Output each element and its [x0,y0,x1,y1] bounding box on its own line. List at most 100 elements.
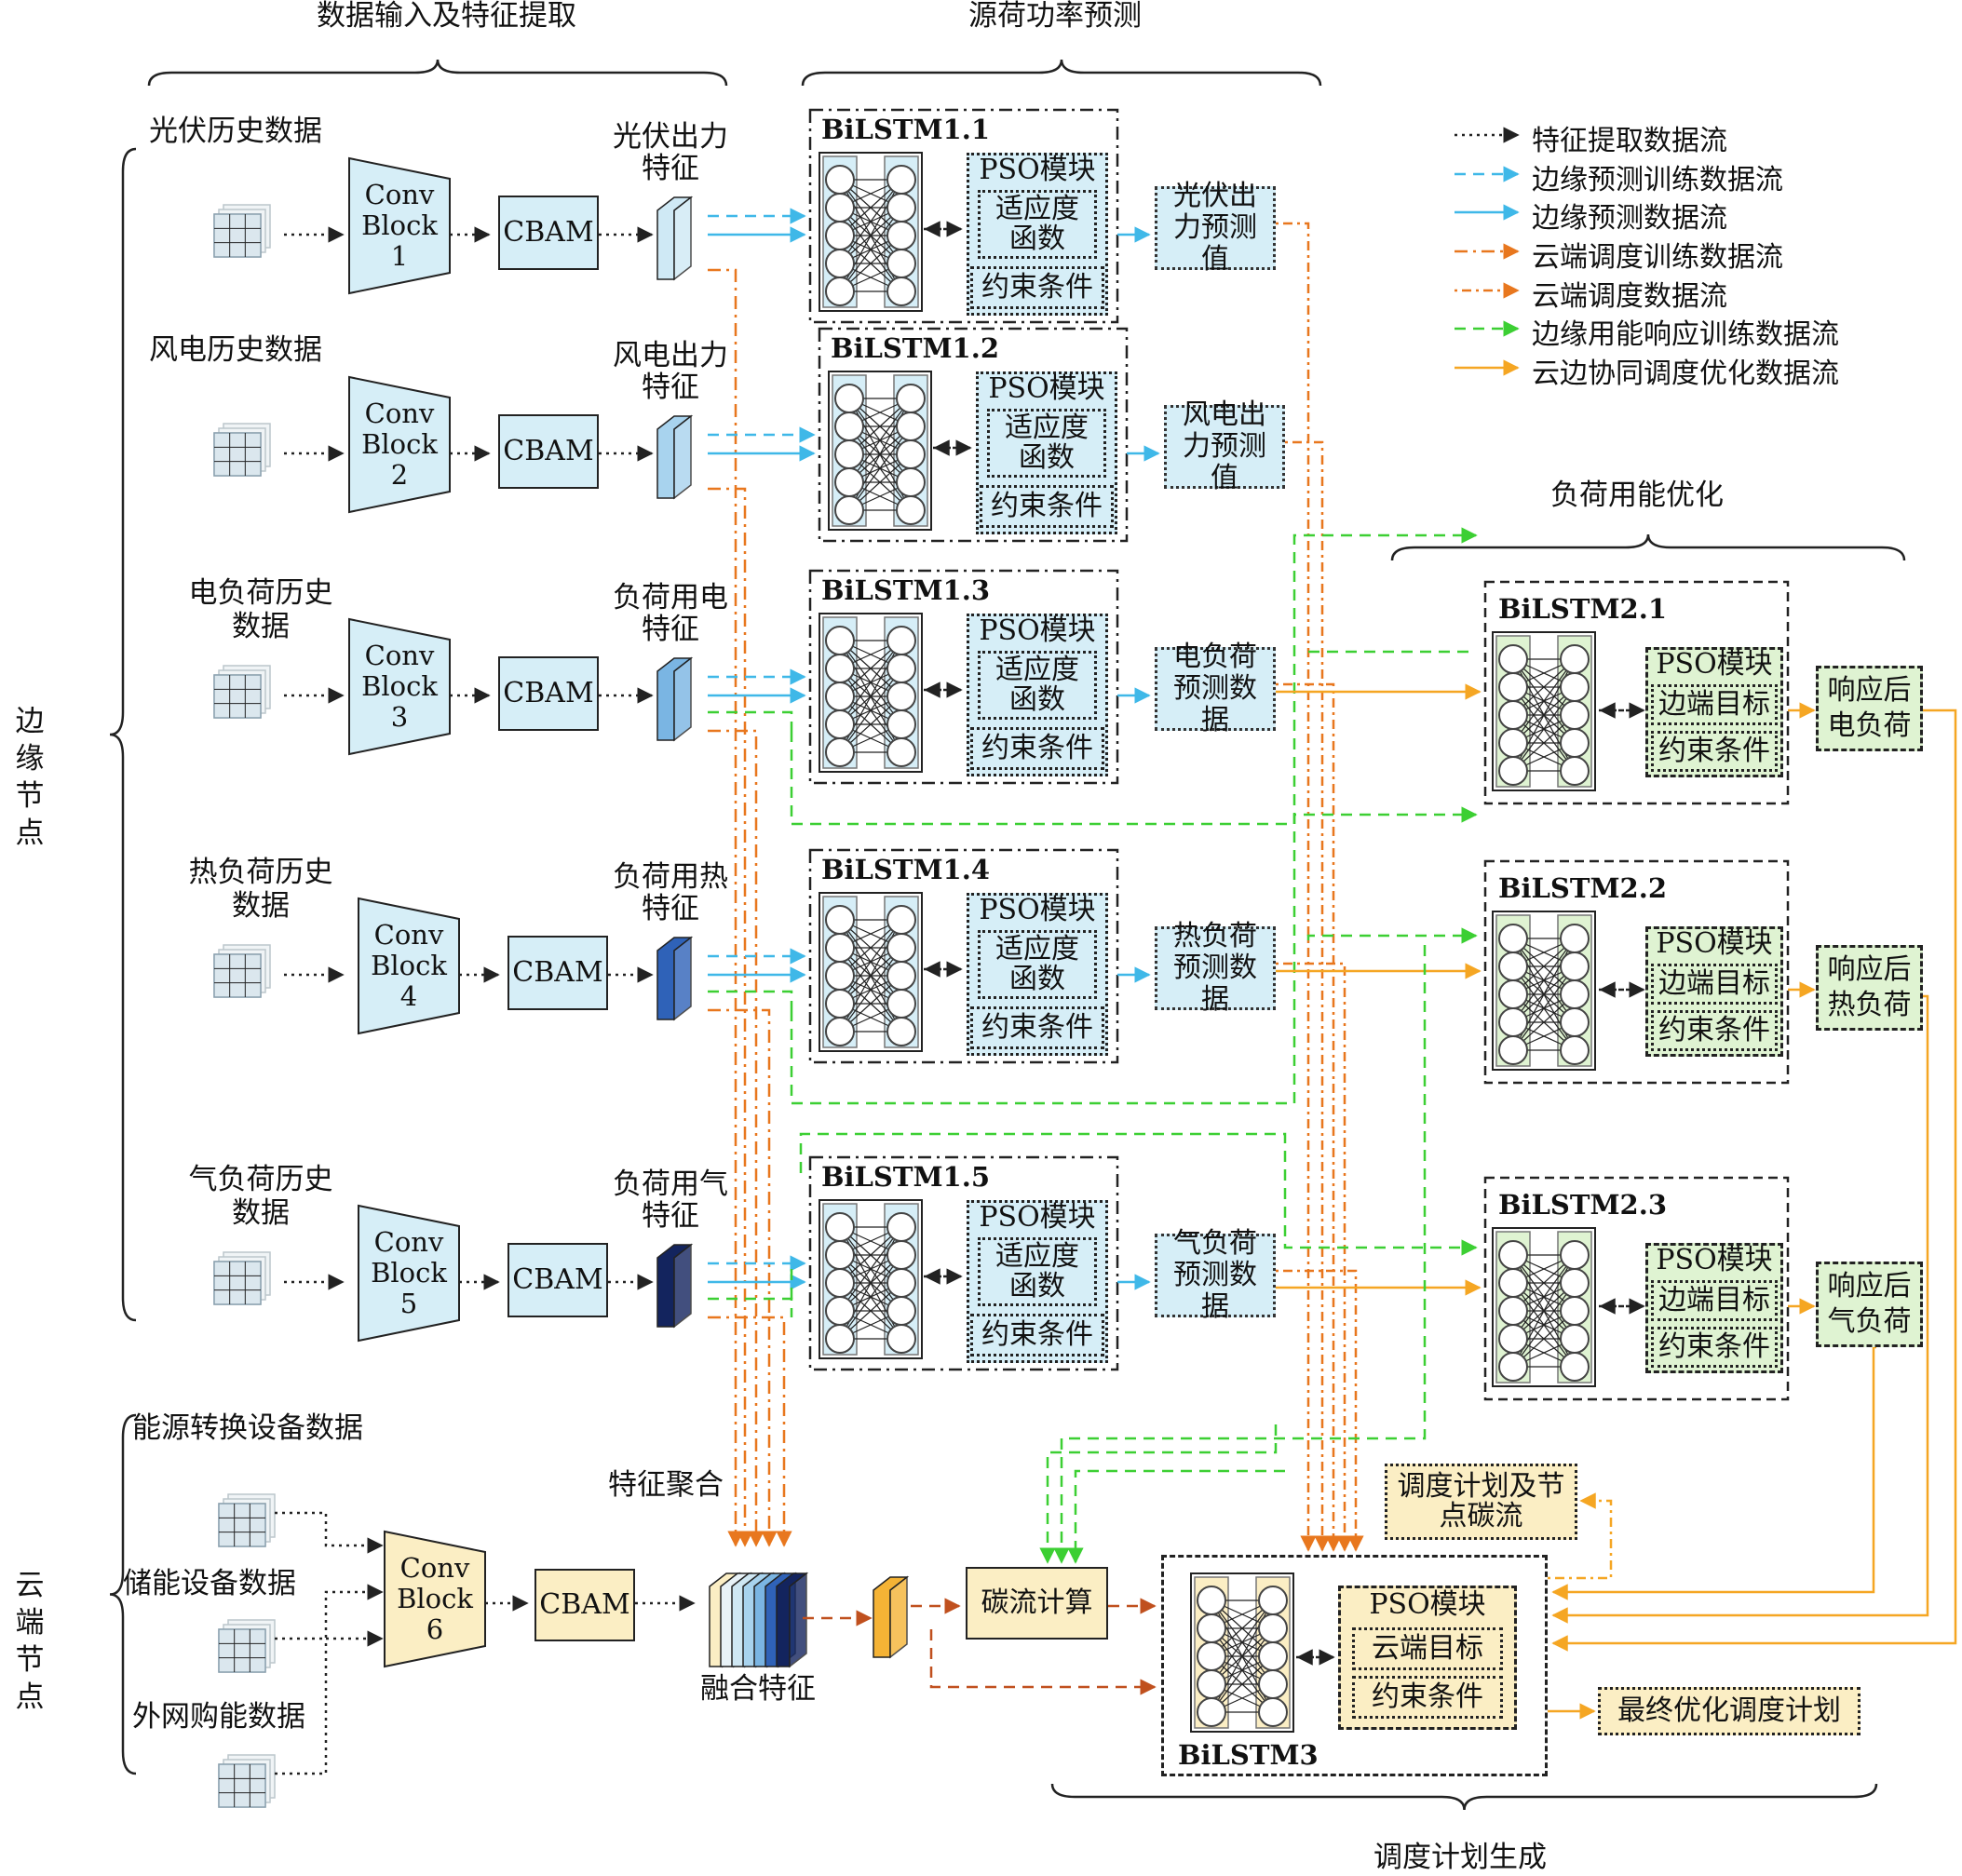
pso-constraint: 约束条件 [970,727,1104,770]
cloud-schedule-flow [1276,682,1342,1552]
bilstm2-net-neuron [1498,700,1528,730]
pso-title: PSO模块 [1656,648,1773,681]
pso-fitness: 适应度函数 [987,409,1106,478]
pso-fitness: 适应度函数 [978,1237,1097,1306]
pso-fitness: 适应度函数 [978,190,1097,259]
plan-carbon-box: 调度计划及节点碳流 [1385,1464,1577,1540]
cloud-schedule-flow [1285,440,1331,1552]
feature-label: 光伏出力特征 [613,120,728,185]
bilstm1-net-neuron [825,905,855,935]
bilstm1-net-neuron [896,467,926,497]
bilstm1-net-neuron [896,384,926,413]
bilstm1-net-neuron [825,249,855,278]
forecast-output: 风电出力预测值 [1164,399,1285,494]
bilstm1-net-neuron [834,495,864,525]
pso-title: PSO模块 [988,372,1105,405]
edge-cloud-optimize-flow [1551,994,1929,1624]
bilstm1-net-neuron [825,1240,855,1270]
bilstm1-net-neuron [886,249,916,278]
pso-constraint: 约束条件 [1651,731,1778,772]
bilstm2-net-edge [1512,1282,1576,1368]
history-label: 电负荷历史数据 [188,576,333,643]
history-grid-icon [213,953,262,998]
pso-title: PSO模块 [979,614,1096,647]
bilstm3-net-edge [1211,1627,1274,1713]
bilstm1-net-edge [839,640,902,725]
fused-feature-layer-side [789,1572,807,1668]
cloud-schedule-flow [1276,222,1317,1552]
bilstm2-net-neuron [1498,644,1528,674]
bilstm3-net-edge [1211,1599,1274,1685]
conv-block-label: Block [371,1257,447,1289]
cloud-train-flow [708,1316,792,1547]
bilstm1-net-neuron [886,737,916,767]
bilstm2-net-neuron [1560,1352,1590,1382]
bilstm1-net-edge [839,1254,902,1340]
pso-title: PSO模块 [979,894,1096,926]
bilstm1-net-neuron [886,933,916,963]
edge-response-train-flow [1067,1469,1285,1564]
history-label: 光伏历史数据 [149,115,322,148]
bilstm2-net-neuron [1560,1268,1590,1298]
bilstm1-net-edge [839,947,902,1032]
pso-edge-goal: 边端目标 [1651,964,1778,1005]
bilstm2-net-neuron [1498,979,1528,1009]
bilstm1-net-neuron [825,933,855,963]
pso-fitness: 适应度函数 [978,930,1097,999]
pso-cloud-constraint: 约束条件 [1352,1676,1503,1719]
bilstm2-net-neuron [1560,979,1590,1009]
forecast-output: 电负荷预测数据 [1155,641,1276,736]
feature-map-side [673,1243,692,1329]
bilstm2-net-neuron [1498,1240,1528,1270]
bilstm1-net-neuron [886,1240,916,1270]
edge-response-train-flow [708,710,793,731]
forecast-output: 光伏出力预测值 [1155,181,1276,276]
bilstm1-net-neuron [834,439,864,469]
legend-label: 边缘用能响应训练数据流 [1532,318,1839,351]
bilstm2-net-edge [1512,965,1576,1051]
bilstm1-net-neuron [825,1212,855,1242]
bilstm1-net-neuron [825,221,855,250]
pso-title: PSO模块 [1656,1244,1773,1276]
bilstm2-title: BiLSTM2.2 [1498,872,1667,904]
bilstm2-net-neuron [1498,951,1528,981]
header-forecast: 源荷功率预测 [968,0,1142,33]
conv-block [358,897,460,1035]
bilstm1-net-neuron [825,1268,855,1298]
cbam-box: CBAM [507,1243,608,1317]
pso-constraint: 约束条件 [970,266,1104,309]
conv-block-cloud [384,1530,486,1668]
pso-fitness: 适应度函数 [978,651,1097,720]
conv-block-label: Conv [364,179,435,210]
bilstm1-net-neuron [886,1017,916,1046]
bilstm1-net-neuron [834,412,864,441]
bilstm2-net-neuron [1560,1324,1590,1354]
bilstm1-net-neuron [886,1324,916,1354]
history-label: 热负荷历史数据 [188,856,333,923]
feature-label: 负荷用气特征 [613,1167,728,1233]
fused-feature-map-side [889,1575,908,1659]
cloud-grid-icon [218,1503,266,1547]
bilstm1-net-neuron [825,193,855,223]
bilstm2-net-edge [1512,658,1576,744]
cbam-box: CBAM [498,196,599,270]
response-output: 响应后热负荷 [1816,945,1923,1031]
feature-extraction-flow [275,1584,384,1640]
edge-response-train-flow [708,990,793,1010]
bilstm1-net-neuron [886,221,916,250]
feature-label: 负荷用电特征 [613,581,728,646]
bilstm2-net-edge [1512,1254,1576,1340]
response-output: 响应后电负荷 [1816,666,1923,751]
conv-block-label: Conv [373,919,444,951]
legend-label: 云边协同调度优化数据流 [1532,358,1839,390]
cloud-train-flow [708,487,753,1547]
bilstm2-net-neuron [1560,644,1590,674]
bilstm1-net-edge [848,425,912,511]
bilstm2-net-neuron [1560,1007,1590,1037]
side-edge: 边缘节点 [15,705,45,850]
edge-response-train-flow [1039,1424,1278,1564]
bilstm1-title: BiLSTM1.1 [821,114,990,145]
bilstm1-net-neuron [886,277,916,306]
conv-block-label: Conv [399,1552,470,1584]
bilstm1-net-neuron [896,495,926,525]
